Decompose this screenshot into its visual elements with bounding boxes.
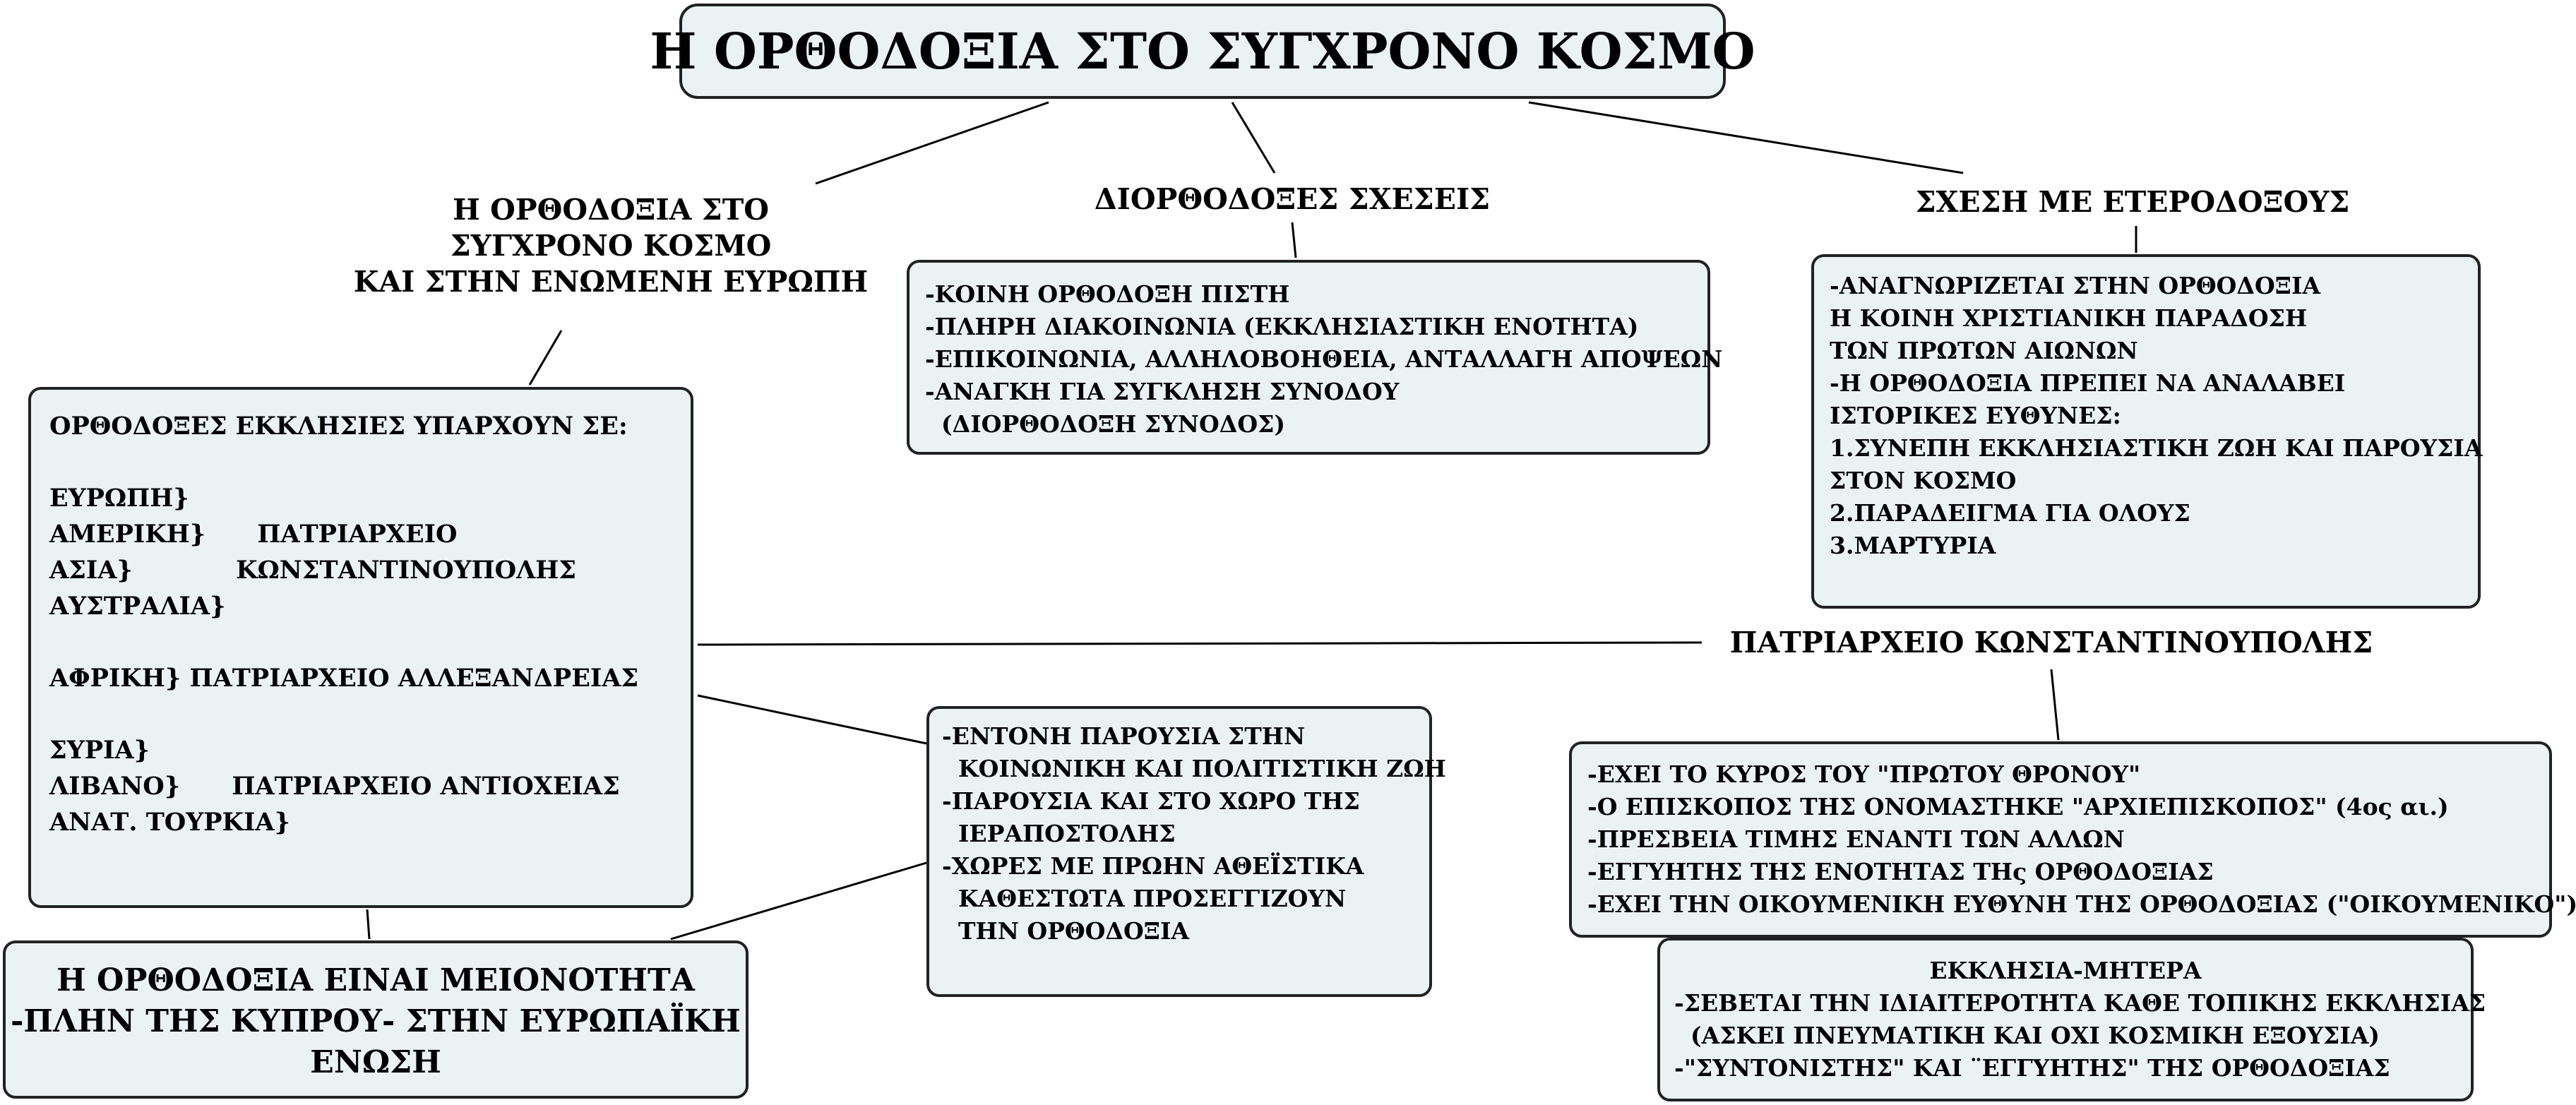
churches-line: ΑΦΡΙΚΗ} ΠΑΤΡΙΑΡΧΕΙΟ ΑΛΛΕΞΑΝΔΡΕΙΑΣ: [49, 664, 639, 693]
connector-churches-minority: [366, 909, 371, 940]
presence-line: -ΠΑΡΟΥΣΙΑ ΚΑΙ ΣΤΟ ΧΩΡΟ ΤΗΣ: [942, 787, 1360, 815]
heterodox-line: ΙΣΤΟΡΙΚΕΣ ΕΥΘΥΝΕΣ:: [1830, 402, 2121, 429]
presence-line: ΚΟΙΝΩΝΙΚΗ ΚΑΙ ΠΟΛΙΤΙΣΤΙΚΗ ΖΩΗ: [942, 755, 1446, 782]
heterodox-line: ΤΩΝ ΠΡΩΤΩΝ ΑΙΩΝΩΝ: [1830, 337, 2138, 364]
presence-line: ΙΕΡΑΠΟΣΤΟΛΗΣ: [942, 820, 1176, 847]
mother-church-line: -ΣΕΒΕΤΑΙ ΤΗΝ ΙΔΙΑΙΤΕΡΟΤΗΤΑ ΚΑΘΕ ΤΟΠΙΚΗΣ …: [1674, 989, 2486, 1017]
title-box: Η ΟΡΘΟΔΟΞΙΑ ΣΤΟ ΣΥΓΧΡΟΝΟ ΚΟΣΜΟ: [650, 4, 1755, 99]
churches-line: ΣΥΡΙΑ}: [49, 736, 150, 765]
heterodox-line: Η ΚΟΙΝΗ ΧΡΙΣΤΙΑΝΙΚΗ ΠΑΡΑΔΟΣΗ: [1830, 304, 2308, 332]
presence-box: -ΕΝΤΟΝΗ ΠΑΡΟΥΣΙΑ ΣΤΗΝ ΚΟΙΝΩΝΙΚΗ ΚΑΙ ΠΟΛΙ…: [926, 706, 1446, 997]
throne-box: -ΕΧΕΙ ΤΟ ΚΥΡΟΣ ΤΟΥ "ΠΡΩΤΟΥ ΘΡΟΝΟΥ" -Ο ΕΠ…: [1569, 741, 2576, 938]
throne-line: -ΕΧΕΙ ΤΟ ΚΥΡΟΣ ΤΟΥ "ΠΡΩΤΟΥ ΘΡΟΝΟΥ": [1587, 760, 2141, 788]
connector-churches-presence: [697, 694, 927, 745]
connector-title-interorthodox: [1231, 102, 1276, 174]
churches-line: ΟΡΘΟΔΟΞΕΣ ΕΚΚΛΗΣΙΕΣ ΥΠΑΡΧΟΥΝ ΣΕ:: [49, 412, 628, 441]
throne-line: -Ο ΕΠΙΣΚΟΠΟΣ ΤΗΣ ΟΝΟΜΑΣΤΗΚΕ "ΑΡΧΙΕΠΙΣΚΟΠ…: [1587, 793, 2449, 820]
heading-interorthodox-text: ΔΙΟΡΘΟΔΟΞΕΣ ΣΧΕΣΕΙΣ: [1094, 182, 1491, 216]
throne-line: -ΕΧΕΙ ΤΗΝ ΟΙΚΟΥΜΕΝΙΚΗ ΕΥΘΥΝΗ ΤΗΣ ΟΡΘΟΔΟΞ…: [1587, 890, 2576, 918]
heading-europe-line: ΣΥΓΧΡΟΝΟ ΚΟΣΜΟ: [450, 229, 772, 263]
mother-church-line: (ΑΣΚΕΙ ΠΝΕΥΜΑΤΙΚΗ ΚΑΙ ΟΧΙ ΚΟΣΜΙΚΗ ΕΞΟΥΣΙ…: [1674, 1022, 2380, 1049]
connector-europe-churches: [528, 330, 563, 386]
connector-patriarchate-throne: [2050, 669, 2060, 741]
churches-line: [49, 444, 691, 480]
connector-churches-patriarchate: [697, 641, 1710, 646]
presence-line: ΚΑΘΕΣΤΩΤΑ ΠΡΟΣΕΓΓΙΖΟΥΝ: [942, 885, 1347, 912]
heterodox-line: 2.ΠΑΡΑΔΕΙΓΜΑ ΓΙΑ ΟΛΟΥΣ: [1830, 499, 2190, 527]
heading-interorthodox: ΔΙΟΡΘΟΔΟΞΕΣ ΣΧΕΣΕΙΣ: [1045, 181, 1539, 217]
churches-line: ΛΙΒΑΝΟ} ΠΑΤΡΙΑΡΧΕΙΟ ΑΝΤΙΟΧΕΙΑΣ: [49, 772, 620, 801]
heading-europe-line: ΚΑΙ ΣΤΗΝ ΕΝΩΜΕΝΗ ΕΥΡΩΠΗ: [353, 265, 869, 299]
connector-interorthodox-box: [1291, 222, 1297, 258]
heterodox-line: ΣΤΟΝ ΚΟΣΜΟ: [1830, 467, 2017, 494]
mother-church-box: ΕΚΚΛΗΣΙΑ-ΜΗΤΕΡΑ -ΣΕΒΕΤΑΙ ΤΗΝ ΙΔΙΑΙΤΕΡΟΤΗ…: [1657, 938, 2486, 1101]
interorthodox-box: -ΚΟΙΝΗ ΟΡΘΟΔΟΞΗ ΠΙΣΤΗ -ΠΛΗΡΗ ΔΙΑΚΟΙΝΩΝΙΑ…: [907, 260, 1723, 455]
churches-line: [49, 696, 691, 732]
heterodox-line: -Η ΟΡΘΟΔΟΞΙΑ ΠΡΕΠΕΙ ΝΑ ΑΝΑΛΑΒΕΙ: [1830, 369, 2346, 397]
mother-church-line: -"ΣΥΝΤΟΝΙΣΤΗΣ" ΚΑΙ ¨ΕΓΓΥΗΤΗΣ" ΤΗΣ ΟΡΘΟΔΟ…: [1674, 1054, 2390, 1082]
heading-europe-line: Η ΟΡΘΟΔΟΞΙΑ ΣΤΟ: [453, 193, 769, 227]
churches-line: ΑΥΣΤΡΑΛΙΑ}: [49, 592, 226, 621]
churches-line: [49, 624, 691, 660]
churches-line: ΕΥΡΩΠΗ}: [49, 484, 189, 513]
heading-heterodox: ΣΧΕΣΗ ΜΕ ΕΤΕΡΟΔΟΞΟΥΣ: [1850, 184, 2415, 220]
connector-title-europe: [815, 101, 1049, 185]
minority-line: ΕΝΩΣΗ: [310, 1044, 441, 1080]
interorthodox-line: -ΠΛΗΡΗ ΔΙΑΚΟΙΝΩΝΙΑ (ΕΚΚΛΗΣΙΑΣΤΙΚΗ ΕΝΟΤΗΤ…: [925, 313, 1639, 340]
interorthodox-line: -ΕΠΙΚΟΙΝΩΝΙΑ, ΑΛΛΗΛΟΒΟΗΘΕΙΑ, ΑΝΤΑΛΛΑΓΗ Α…: [925, 345, 1723, 373]
page-title: Η ΟΡΘΟΔΟΞΙΑ ΣΤΟ ΣΥΓΧΡΟΝΟ ΚΟΣΜΟ: [650, 22, 1755, 80]
presence-line: -ΕΝΤΟΝΗ ΠΑΡΟΥΣΙΑ ΣΤΗΝ: [942, 722, 1306, 750]
churches-line: ΑΜΕΡΙΚΗ} ΠΑΤΡΙΑΡΧΕΙΟ: [49, 520, 458, 549]
throne-line: -ΕΓΓΥΗΤΗΣ ΤΗΣ ΕΝΟΤΗΤΑΣ ΤΗς ΟΡΘΟΔΟΞΙΑΣ: [1587, 858, 2214, 885]
heading-europe: Η ΟΡΘΟΔΟΞΙΑ ΣΤΟ ΣΥΓΧΡΟΝΟ ΚΟΣΜΟ ΚΑΙ ΣΤΗΝ …: [332, 192, 890, 300]
connector-minority-presence: [670, 861, 927, 940]
interorthodox-line: -ΑΝΑΓΚΗ ΓΙΑ ΣΥΓΚΛΗΣΗ ΣΥΝΟΔΟΥ: [925, 378, 1400, 405]
heading-heterodox-text: ΣΧΕΣΗ ΜΕ ΕΤΕΡΟΔΟΞΟΥΣ: [1915, 185, 2350, 219]
heading-patriarchate-text: ΠΑΤΡΙΑΡΧΕΙΟ ΚΩΝΣΤΑΝΤΙΝΟΥΠΟΛΗΣ: [1729, 626, 2373, 659]
interorthodox-line: (ΔΙΟΡΘΟΔΟΞΗ ΣΥΝΟΔΟΣ): [925, 410, 1286, 438]
connector-title-heterodox: [1528, 101, 1964, 174]
presence-line: -ΧΩΡΕΣ ΜΕ ΠΡΩΗΝ ΑΘΕΪΣΤΙΚΑ: [942, 852, 1364, 880]
minority-box: Η ΟΡΘΟΔΟΞΙΑ ΕΙΝΑΙ ΜΕΙΟΝΟΤΗΤΑ -ΠΛΗΝ ΤΗΣ Κ…: [3, 940, 749, 1099]
churches-box: ΟΡΘΟΔΟΞΕΣ ΕΚΚΛΗΣΙΕΣ ΥΠΑΡΧΟΥΝ ΣΕ: ΕΥΡΩΠΗ}…: [28, 387, 693, 908]
heterodox-line: -ΑΝΑΓΝΩΡΙΖΕΤΑΙ ΣΤΗΝ ΟΡΘΟΔΟΞΙΑ: [1830, 272, 2320, 299]
minority-line: -ΠΛΗΝ ΤΗΣ ΚΥΠΡΟΥ- ΣΤΗΝ ΕΥΡΩΠΑΪΚΗ: [11, 1003, 741, 1039]
heading-patriarchate: ΠΑΤΡΙΑΡΧΕΙΟ ΚΩΝΣΤΑΝΤΙΝΟΥΠΟΛΗΣ: [1702, 623, 2401, 662]
heterodox-line: 1.ΣΥΝΕΠΗ ΕΚΚΛΗΣΙΑΣΤΙΚΗ ΖΩΗ ΚΑΙ ΠΑΡΟΥΣΙΑ: [1830, 434, 2483, 462]
heterodox-box: -ΑΝΑΓΝΩΡΙΖΕΤΑΙ ΣΤΗΝ ΟΡΘΟΔΟΞΙΑ Η ΚΟΙΝΗ ΧΡ…: [1811, 254, 2483, 609]
mother-church-heading: ΕΚΚΛΗΣΙΑ-ΜΗΤΕΡΑ: [1929, 957, 2202, 984]
heterodox-line: 3.ΜΑΡΤΥΡΙΑ: [1830, 532, 1996, 559]
throne-line: -ΠΡΕΣΒΕΙΑ ΤΙΜΗΣ ΕΝΑΝΤΙ ΤΩΝ ΑΛΛΩΝ: [1587, 825, 2125, 853]
churches-line: ΑΝΑΤ. ΤΟΥΡΚΙΑ}: [49, 808, 291, 837]
interorthodox-line: -ΚΟΙΝΗ ΟΡΘΟΔΟΞΗ ΠΙΣΤΗ: [925, 280, 1290, 308]
churches-line: ΑΣΙΑ} ΚΩΝΣΤΑΝΤΙΝΟΥΠΟΛΗΣ: [49, 556, 577, 585]
presence-line: ΤΗΝ ΟΡΘΟΔΟΞΙΑ: [942, 917, 1190, 945]
minority-line: Η ΟΡΘΟΔΟΞΙΑ ΕΙΝΑΙ ΜΕΙΟΝΟΤΗΤΑ: [56, 962, 695, 998]
